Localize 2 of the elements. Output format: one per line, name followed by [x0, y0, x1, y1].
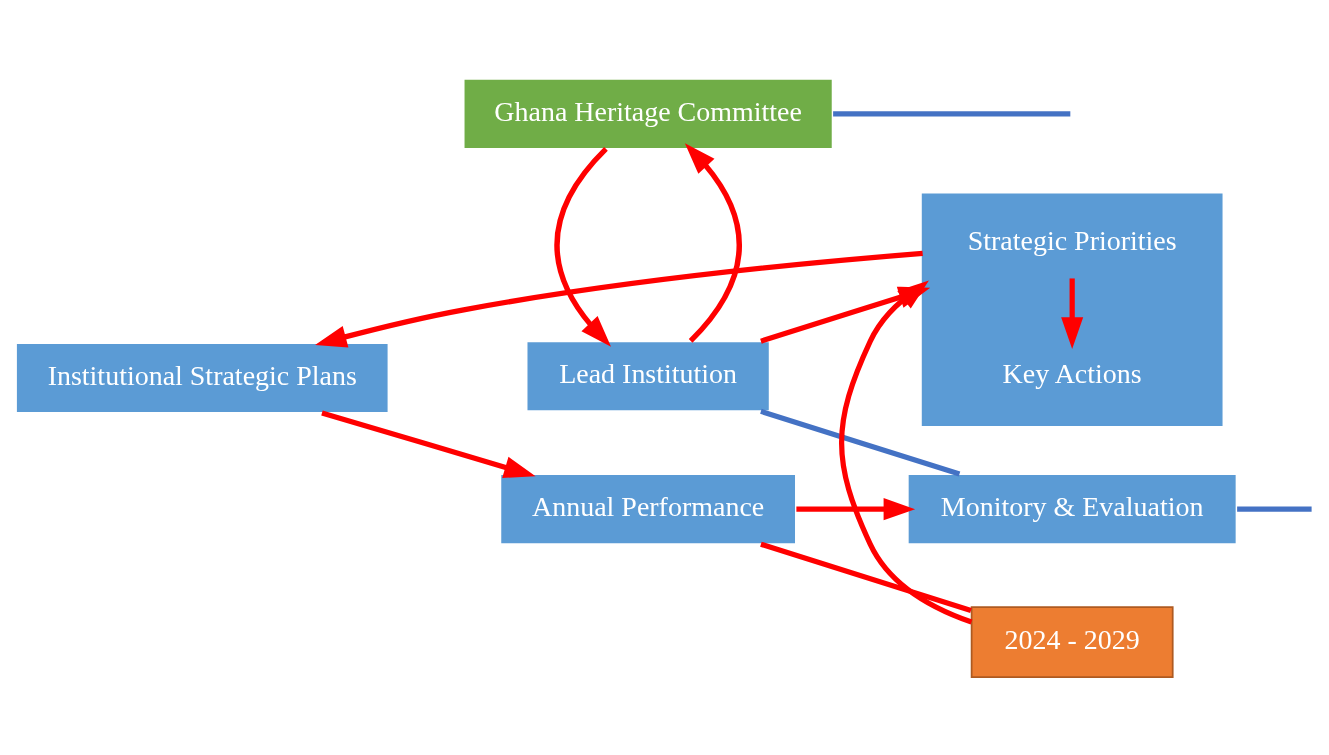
node-text: Strategic Priorities: [967, 224, 1177, 256]
node-text: Key Actions: [1002, 357, 1142, 389]
